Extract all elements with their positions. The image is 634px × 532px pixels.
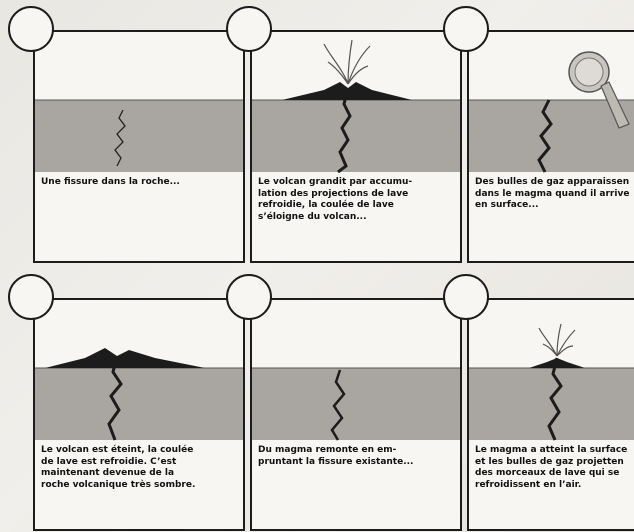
panel-caption: Une fissure dans la roche... xyxy=(41,177,239,189)
number-circle xyxy=(226,274,272,320)
panel-caption: Du magma remonte en em- pruntant la fiss… xyxy=(258,445,456,468)
volcano-growing-illustration xyxy=(252,32,462,263)
panel-volcano-growing: Le volcan grandit par accumu- lation des… xyxy=(250,30,462,263)
panel-caption: Le volcan grandit par accumu- lation des… xyxy=(258,177,456,223)
number-circle xyxy=(226,6,272,52)
panel-gas-bubbles: Des bulles de gaz apparaissen dans le ma… xyxy=(467,30,634,263)
panel-caption: Le volcan est éteint, la coulée de lave … xyxy=(41,445,239,491)
panel-eruption: Le magma a atteint la surface et les bul… xyxy=(467,298,634,531)
gas-bubbles-illustration xyxy=(469,32,634,263)
number-circle xyxy=(443,6,489,52)
panel-volcano-extinct: Le volcan est éteint, la coulée de lave … xyxy=(33,298,245,531)
number-circle xyxy=(8,6,54,52)
panel-caption: Des bulles de gaz apparaissen dans le ma… xyxy=(475,177,634,212)
number-circle xyxy=(8,274,54,320)
fissure-illustration xyxy=(35,32,245,263)
panel-caption: Le magma a atteint la surface et les bul… xyxy=(475,445,634,491)
panel-magma-rising: Du magma remonte en em- pruntant la fiss… xyxy=(250,298,462,531)
magma-rising-illustration xyxy=(252,300,462,531)
number-circle xyxy=(443,274,489,320)
panel-fissure: Une fissure dans la roche... xyxy=(33,30,245,263)
volcano-extinct-illustration xyxy=(35,300,245,531)
eruption-illustration xyxy=(469,300,634,531)
